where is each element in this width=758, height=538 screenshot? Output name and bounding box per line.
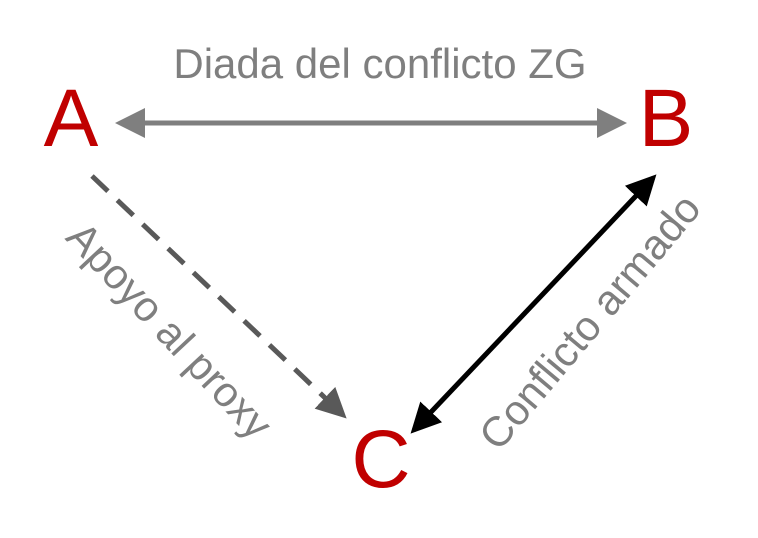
- edge-b-c-arrow: [410, 174, 657, 434]
- node-b: B: [639, 73, 694, 164]
- edge-b-c-label: Conflicto armado: [470, 185, 710, 458]
- node-a: A: [44, 73, 99, 164]
- edge-a-b-label: Diada del conflicto ZG: [173, 40, 586, 87]
- edge-a-c-arrow: [90, 174, 347, 419]
- node-c: C: [351, 414, 410, 505]
